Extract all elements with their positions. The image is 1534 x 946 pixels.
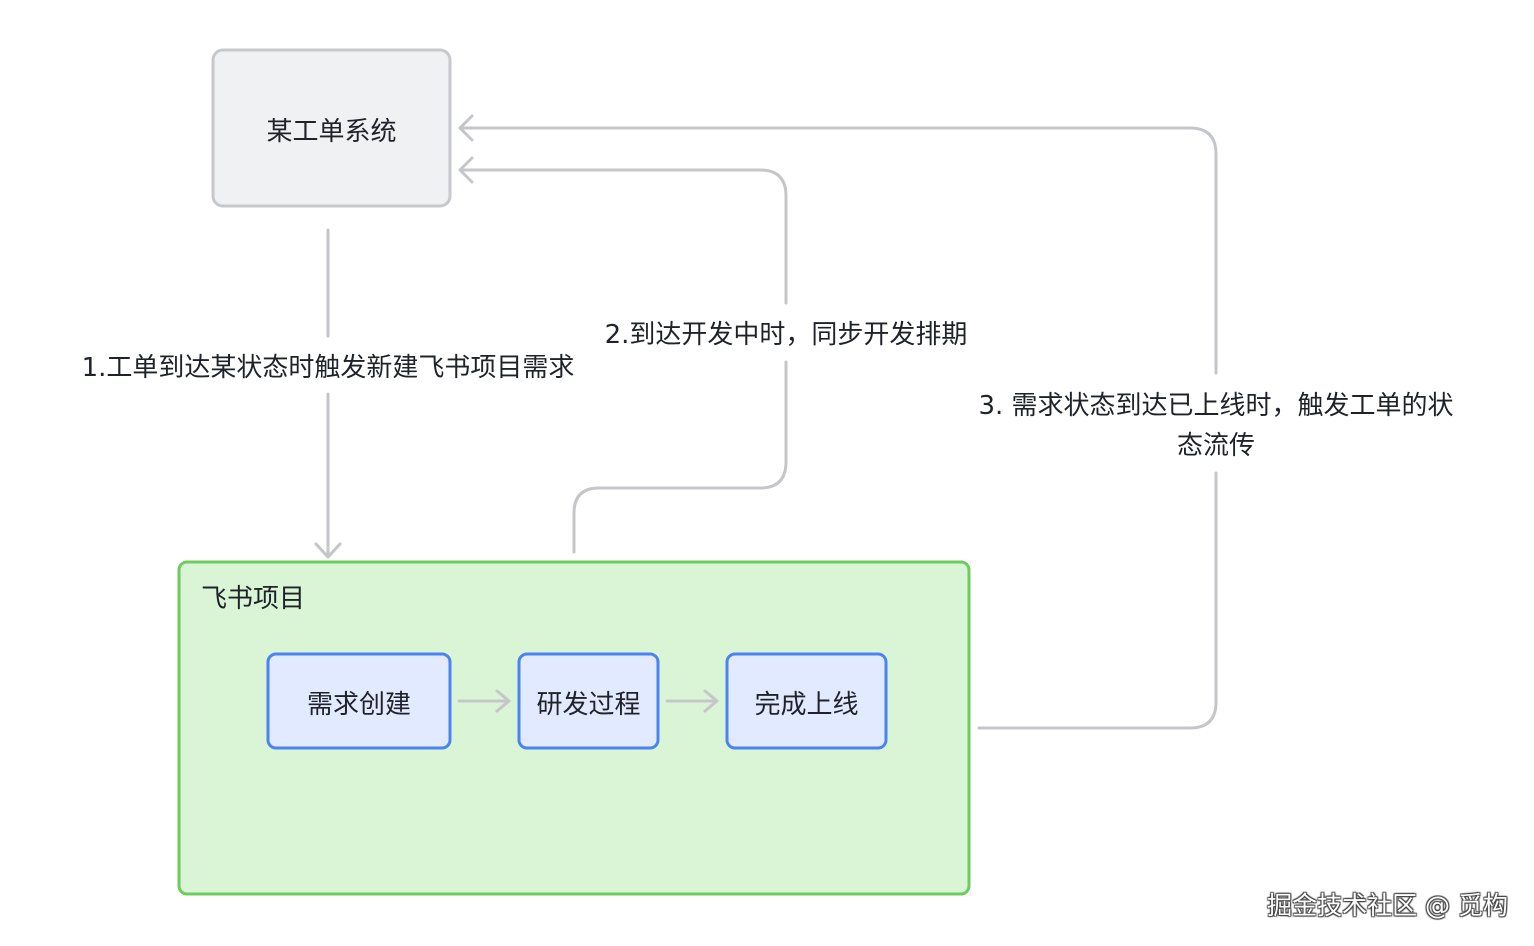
watermark: 掘金技术社区 @ 觅构: [1267, 891, 1508, 920]
step-arrow-2: [665, 689, 719, 713]
step-node-development-label: 研发过程: [536, 690, 640, 720]
edge-create-requirement-label: 1.工单到达某状态时触发新建飞书项目需求: [82, 353, 575, 383]
edge-status-flow-label-line2: 态流传: [1177, 431, 1255, 461]
step-node-launch-label: 完成上线: [754, 690, 858, 720]
system-node-box: [211, 48, 452, 208]
step-node-requirement-box: [266, 652, 452, 750]
edge-status-flow-label-line1: 3. 需求状态到达已上线时，触发工单的状: [978, 391, 1453, 421]
edge-sync-schedule-label: 2.到达开发中时，同步开发排期: [605, 320, 968, 350]
edge-sync-schedule: [458, 156, 788, 554]
step-node-launch-box: [725, 652, 888, 750]
edge-status-flow: [458, 114, 1218, 730]
step-node-development-box: [517, 652, 660, 750]
system-node-label: 某工单系统: [266, 117, 396, 147]
step-node-requirement[interactable]: 需求创建: [266, 652, 452, 750]
step-node-launch[interactable]: 完成上线: [725, 652, 888, 750]
system-node[interactable]: 某工单系统: [211, 48, 452, 208]
step-arrow-1: [457, 689, 511, 713]
step-node-development[interactable]: 研发过程: [517, 652, 660, 750]
step-node-requirement-label: 需求创建: [307, 690, 411, 720]
feishu-project-label: 飞书项目: [201, 584, 305, 614]
edge-create-requirement: [314, 228, 342, 559]
